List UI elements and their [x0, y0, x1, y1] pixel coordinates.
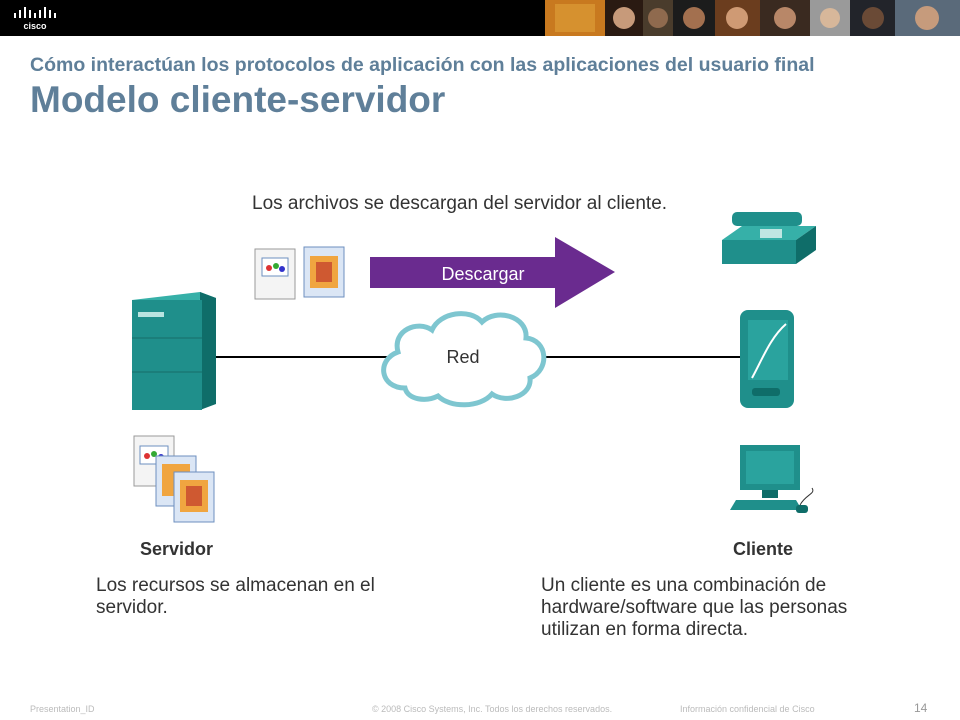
- download-caption: Los archivos se descargan del servidor a…: [252, 193, 668, 214]
- download-arrow-icon: [370, 237, 615, 308]
- pda-icon: [740, 310, 794, 408]
- header-bar: cisco: [0, 0, 960, 36]
- people-photo-strip: [545, 0, 960, 36]
- footer-presentation-id: Presentation_ID: [30, 704, 95, 714]
- client-label: Cliente: [733, 539, 794, 559]
- telephone-icon: [722, 212, 816, 264]
- footer-copyright: © 2008 Cisco Systems, Inc. Todos los der…: [372, 704, 613, 714]
- page-number: 14: [914, 701, 928, 715]
- stored-documents-icon: [133, 435, 215, 523]
- desktop-computer-icon: [730, 445, 814, 513]
- network-cloud-icon: [381, 311, 547, 408]
- server-description: Los recursos se almacenan en el servidor…: [96, 575, 375, 618]
- client-description: Un cliente es una combinación de hardwar…: [541, 575, 848, 640]
- server-label: Servidor: [140, 539, 214, 559]
- server-icon: [132, 292, 216, 410]
- download-arrow-label: Descargar: [441, 264, 524, 284]
- transfer-documents-icon: [254, 246, 345, 300]
- brand-text: cisco: [23, 21, 47, 31]
- footer-confidential: Información confidencial de Cisco: [680, 704, 815, 714]
- cisco-logo-icon: cisco: [14, 7, 56, 31]
- network-label: Red: [446, 347, 479, 367]
- slide-title: Modelo cliente-servidor: [30, 79, 446, 120]
- slide-subtitle: Cómo interactúan los protocolos de aplic…: [30, 54, 815, 76]
